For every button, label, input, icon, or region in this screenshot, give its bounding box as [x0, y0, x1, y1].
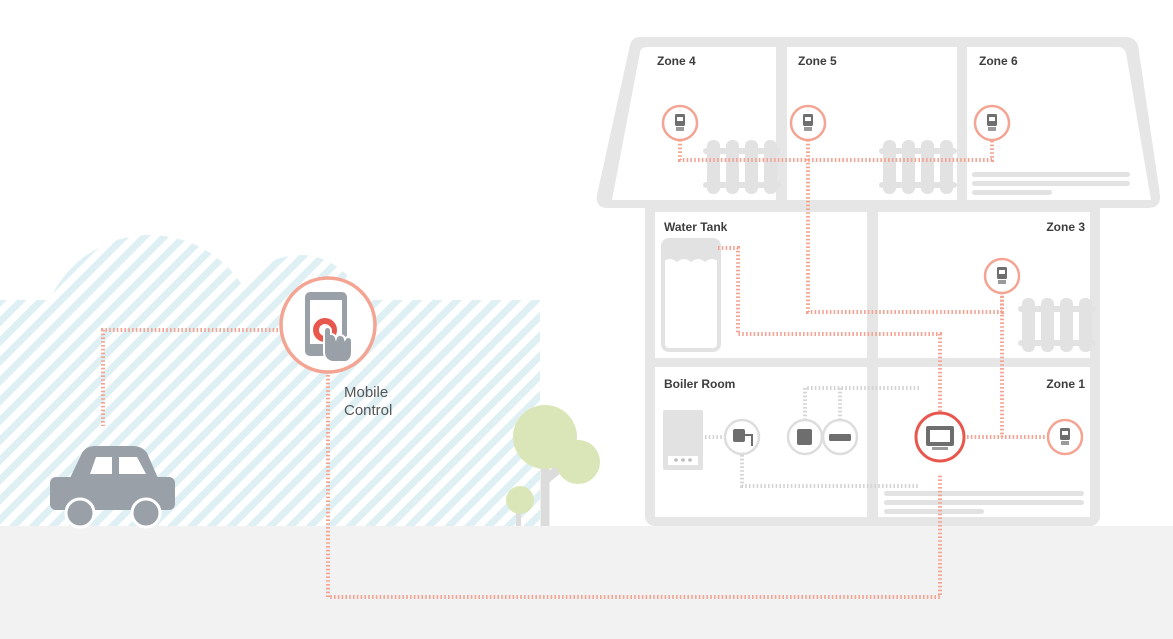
water-tank: [661, 238, 721, 352]
tree: [506, 405, 600, 526]
thermostat-valve-icon: [789, 104, 827, 142]
thermostat-valve-icon: [983, 257, 1021, 295]
underfloor-heating-zone1: [884, 491, 1084, 514]
zone4-label: Zone 4: [657, 54, 696, 68]
mobile-control-label-line2: Control: [344, 402, 392, 419]
boiler-room-label: Boiler Room: [664, 377, 735, 391]
zone6-label: Zone 6: [979, 54, 1018, 68]
zone5-label: Zone 5: [798, 54, 837, 68]
boiler-relay-icon: [723, 418, 761, 456]
zone3-label: Zone 3: [1046, 220, 1085, 234]
water-tank-label: Water Tank: [664, 220, 728, 234]
connection-links: [101, 140, 1045, 599]
underfloor-heating-zone6: [972, 172, 1130, 195]
background-clouds: [0, 235, 540, 526]
extender-icon: [821, 418, 859, 456]
boiler: [663, 410, 703, 470]
controller-screen-icon: [914, 411, 966, 463]
mobile-control-label-line1: Mobile: [344, 384, 388, 401]
thermostat-valve-icon: [661, 104, 699, 142]
thermostat-valve-icon: [973, 104, 1011, 142]
car-icon: [50, 446, 175, 529]
smartphone-touch-icon: [279, 276, 377, 374]
hub-icon: [786, 418, 824, 456]
ground: [0, 526, 1173, 639]
thermostat-valve-icon: [1046, 418, 1084, 456]
zone1-label: Zone 1: [1046, 377, 1085, 391]
